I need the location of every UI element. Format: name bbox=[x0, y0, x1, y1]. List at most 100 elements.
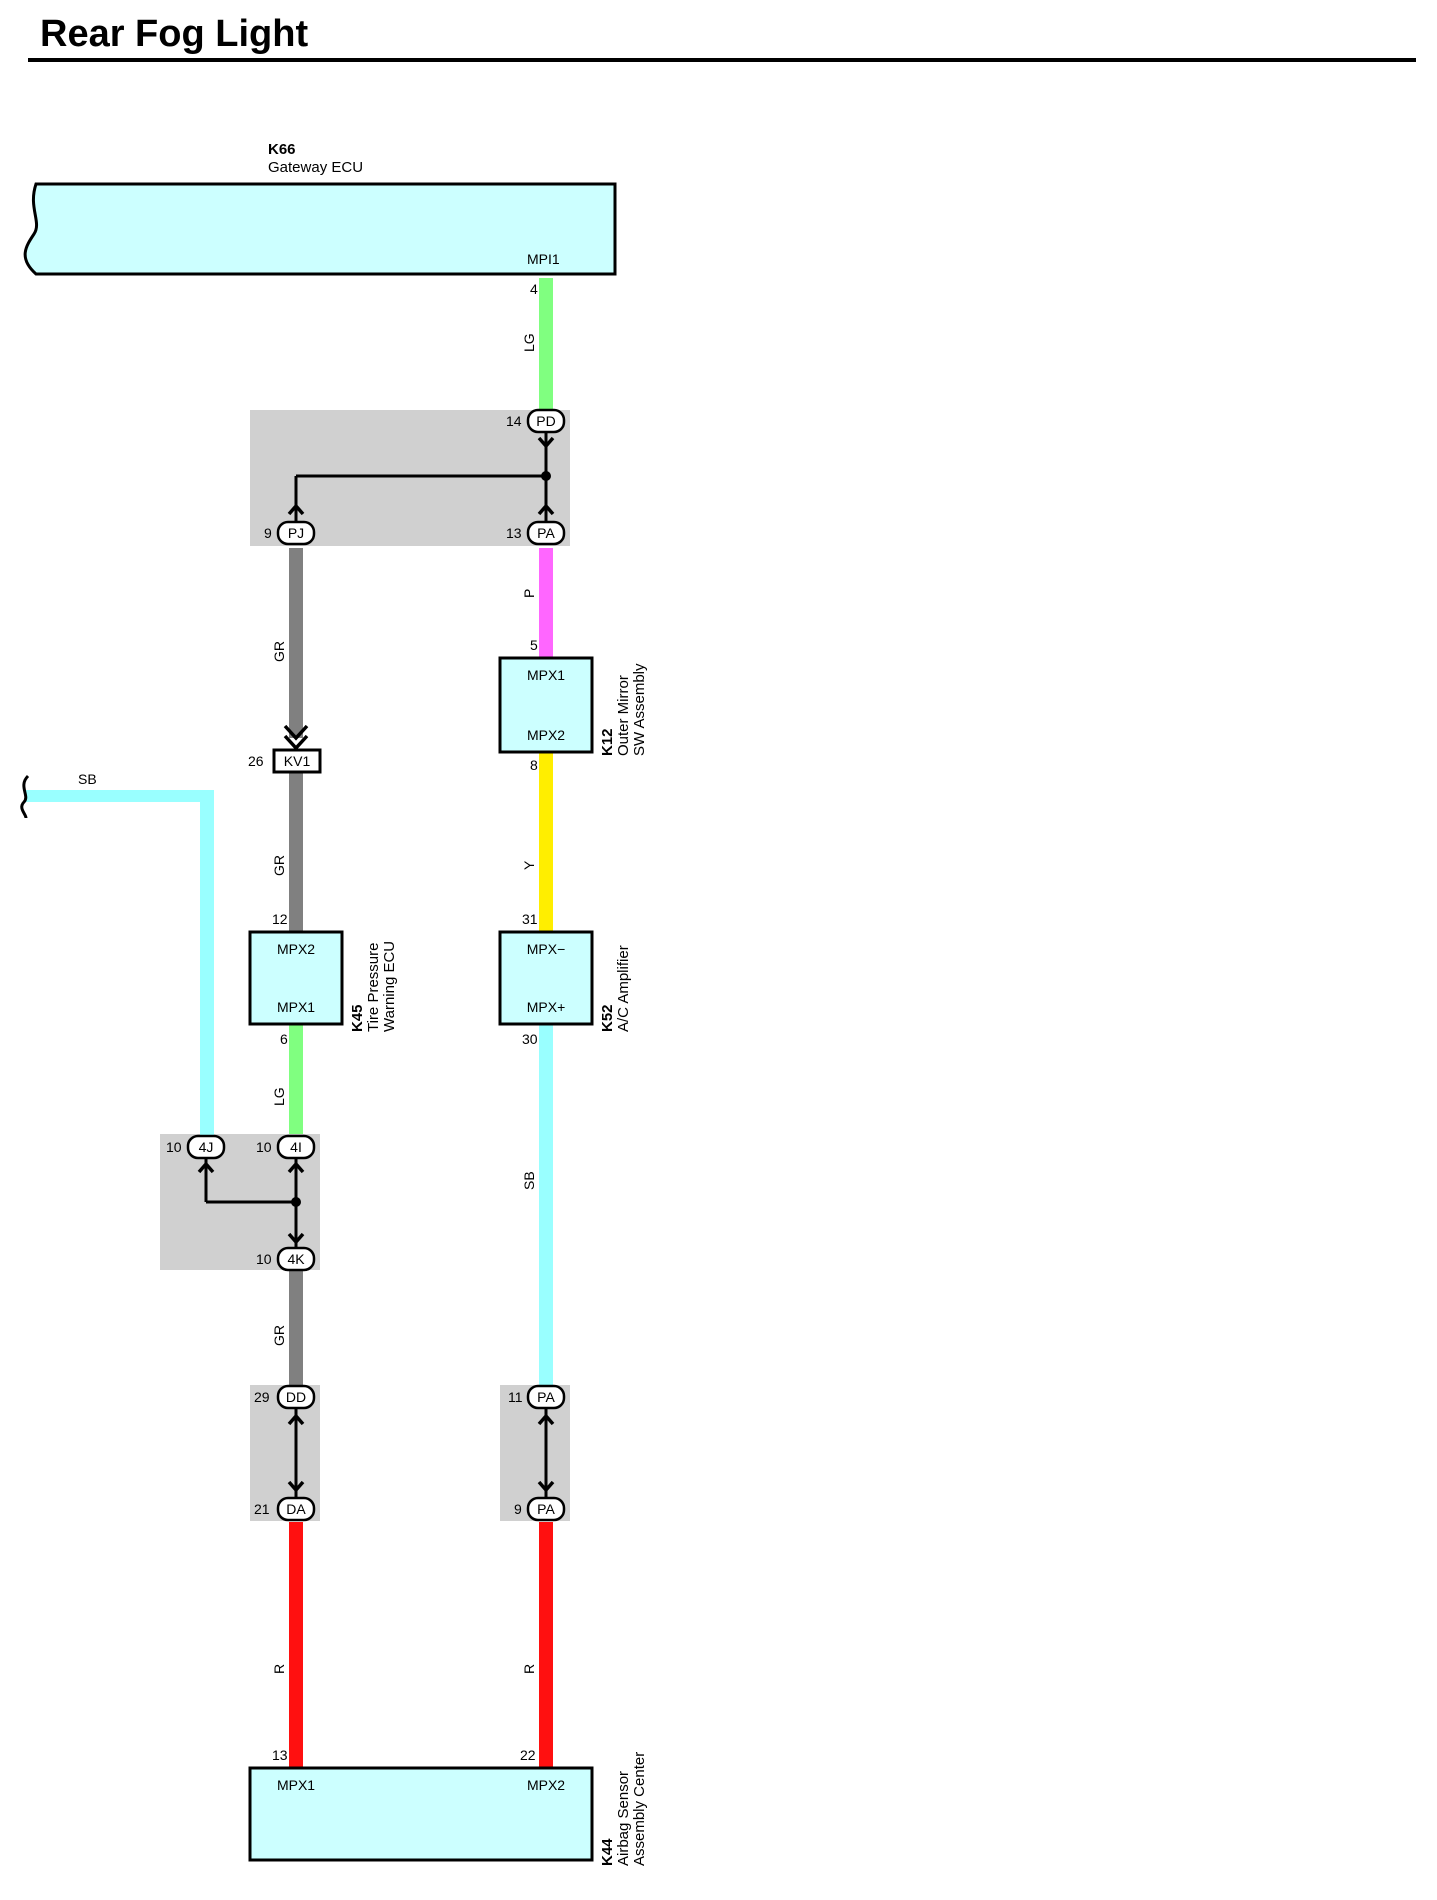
k12-terminal-bottom: MPX2 bbox=[527, 727, 565, 743]
wire-label-lg-mid: LG bbox=[271, 1087, 287, 1106]
k45-terminal-top: MPX2 bbox=[277, 941, 315, 957]
k45-name-line1: Tire Pressure bbox=[365, 943, 382, 1032]
k52-name: A/C Amplifier bbox=[615, 945, 632, 1032]
connector-pd-pin: 14 bbox=[506, 413, 522, 429]
k66-pin-4: 4 bbox=[530, 281, 538, 297]
wire-lg-mid bbox=[289, 1024, 303, 1134]
connector-pa-bot-pin: 9 bbox=[514, 1501, 522, 1517]
k45-pin-6: 6 bbox=[280, 1031, 288, 1047]
wire-gr-2 bbox=[289, 772, 303, 932]
connector-dd bbox=[276, 1384, 316, 1410]
k44-id: K44 bbox=[599, 1838, 616, 1866]
wire-label-r-right: R bbox=[521, 1664, 537, 1674]
arrow-pa-bot bbox=[537, 1480, 555, 1493]
k45-terminal-bottom: MPX1 bbox=[277, 999, 315, 1015]
connector-da bbox=[276, 1496, 316, 1522]
k12-id: K12 bbox=[599, 728, 616, 756]
connector-pj bbox=[276, 520, 316, 546]
k66-id: K66 bbox=[268, 141, 296, 158]
component-k44 bbox=[248, 1766, 594, 1862]
component-k52 bbox=[498, 930, 594, 1026]
connector-pd-label: PD bbox=[536, 413, 555, 429]
k66-name: Gateway ECU bbox=[268, 159, 363, 176]
connector-pa-mid bbox=[526, 1384, 566, 1410]
wire-label-sb-right: SB bbox=[521, 1171, 537, 1190]
connector-pj-label: PJ bbox=[288, 525, 304, 541]
connector-pd bbox=[526, 408, 566, 434]
wire-sb-left-horizontal bbox=[26, 790, 214, 802]
connector-4i-label: 4I bbox=[290, 1139, 302, 1155]
connector-4i-pin: 10 bbox=[256, 1139, 272, 1155]
connector-pa-top-pin: 13 bbox=[506, 525, 522, 541]
connector-4j-label: 4J bbox=[199, 1139, 214, 1155]
arrow-pd-down bbox=[537, 436, 555, 449]
connector-4j bbox=[186, 1134, 226, 1160]
k52-pin-30: 30 bbox=[522, 1031, 538, 1047]
k52-pin-31: 31 bbox=[522, 911, 538, 927]
connector-pa-bot-label: PA bbox=[537, 1501, 555, 1517]
k44-terminal-left: MPX1 bbox=[277, 1777, 315, 1793]
connector-4j-pin: 10 bbox=[166, 1139, 182, 1155]
k66-terminal: MPI1 bbox=[527, 251, 560, 267]
connector-pa-top-label: PA bbox=[537, 525, 555, 541]
page-title: Rear Fog Light bbox=[40, 13, 308, 55]
wire-label-lg-top: LG bbox=[521, 333, 537, 352]
wire-p bbox=[539, 548, 553, 658]
wire-sb-right bbox=[539, 1024, 553, 1394]
connector-pa-mid-pin: 11 bbox=[508, 1389, 523, 1405]
wire-r-left bbox=[289, 1522, 303, 1768]
wire-label-gr-1: GR bbox=[271, 641, 287, 662]
wire-label-p: P bbox=[521, 589, 537, 598]
wire-r-right bbox=[539, 1522, 553, 1768]
component-k12 bbox=[498, 656, 594, 754]
k52-id: K52 bbox=[599, 1004, 616, 1032]
wire-lg-top bbox=[539, 278, 553, 420]
arrow-dd bbox=[287, 1413, 305, 1426]
wire-label-y: Y bbox=[521, 860, 537, 870]
splice-dot-top bbox=[541, 471, 551, 481]
arrow-da bbox=[287, 1480, 305, 1493]
wire-sb-left-vertical bbox=[200, 790, 214, 1136]
wire-label-gr-2: GR bbox=[271, 855, 287, 876]
arrow-pa-mid bbox=[537, 1413, 555, 1426]
k12-name-line2: SW Assembly bbox=[631, 663, 648, 756]
wire-label-sb-left: SB bbox=[78, 771, 97, 787]
connector-kv1 bbox=[272, 748, 322, 774]
k44-terminal-right: MPX2 bbox=[527, 1777, 565, 1793]
k52-terminal-top: MPX− bbox=[527, 941, 566, 957]
wire-gr-3 bbox=[289, 1270, 303, 1394]
wire-gr-1 bbox=[289, 548, 303, 738]
k44-name-line2: Assembly Center bbox=[631, 1752, 648, 1866]
component-k66 bbox=[23, 182, 617, 276]
k44-pin-13: 13 bbox=[272, 1747, 288, 1763]
k44-pin-22: 22 bbox=[520, 1747, 536, 1763]
connector-pj-pin: 9 bbox=[264, 525, 272, 541]
arrow-4j-down bbox=[197, 1161, 215, 1174]
arrow-kv1-1 bbox=[283, 724, 309, 741]
arrow-4i-down bbox=[287, 1161, 305, 1174]
k12-name-line1: Outer Mirror bbox=[615, 675, 632, 756]
wire-break-symbol bbox=[20, 774, 30, 819]
k44-name-line1: Airbag Sensor bbox=[615, 1771, 632, 1866]
connector-pa-top bbox=[526, 520, 566, 546]
k12-pin-8: 8 bbox=[530, 757, 538, 773]
k12-terminal-top: MPX1 bbox=[527, 667, 565, 683]
connector-4i bbox=[276, 1134, 316, 1160]
connector-da-label: DA bbox=[286, 1501, 306, 1517]
arrow-pa-up bbox=[537, 503, 555, 516]
connector-4k-pin: 10 bbox=[256, 1251, 272, 1267]
k12-pin-5: 5 bbox=[530, 637, 538, 653]
arrow-kv1-2 bbox=[283, 734, 309, 751]
component-k45 bbox=[248, 930, 344, 1026]
k45-name-line2: Warning ECU bbox=[381, 941, 398, 1032]
connector-kv1-label: KV1 bbox=[284, 753, 311, 769]
connector-kv1-pin: 26 bbox=[248, 753, 264, 769]
connector-pa-bot bbox=[526, 1496, 566, 1522]
connector-da-pin: 21 bbox=[254, 1501, 270, 1517]
k45-id: K45 bbox=[349, 1004, 366, 1032]
connector-dd-pin: 29 bbox=[254, 1389, 270, 1405]
connector-4k-label: 4K bbox=[287, 1251, 305, 1267]
connector-4k bbox=[276, 1246, 316, 1272]
connector-dd-label: DD bbox=[286, 1389, 306, 1405]
